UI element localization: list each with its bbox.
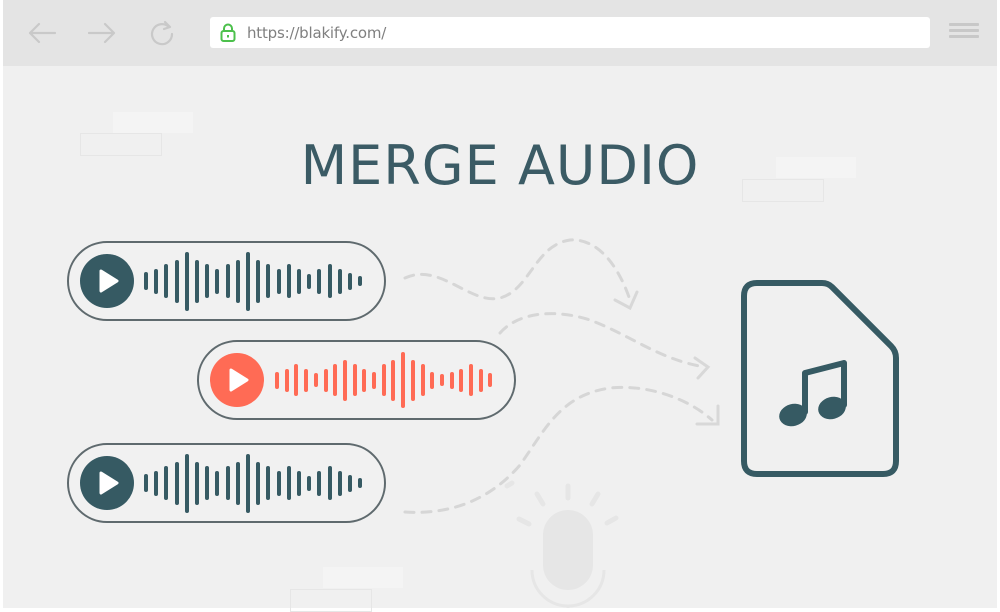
decorative-block-outline	[742, 179, 824, 202]
play-icon	[99, 269, 119, 293]
audio-track-1[interactable]	[67, 241, 386, 321]
waveform-bar	[297, 470, 301, 496]
waveform-bar	[327, 264, 332, 298]
waveform-bar	[401, 352, 406, 408]
waveform-bar	[323, 368, 328, 392]
url-text: https://blakify.com/	[247, 24, 387, 42]
waveform-bar	[348, 474, 352, 492]
waveform-bar	[215, 268, 220, 294]
waveform-bar	[333, 364, 338, 396]
waveform-bar	[358, 276, 363, 286]
waveform-bar	[174, 259, 179, 303]
hamburger-menu-icon-line	[949, 23, 979, 26]
waveform-bar	[154, 268, 159, 294]
play-icon	[229, 368, 249, 392]
waveform-bar	[372, 371, 376, 389]
waveform-bar	[439, 374, 444, 386]
back-button[interactable]	[26, 18, 58, 48]
waveform-bar	[337, 268, 342, 294]
waveform-bar	[294, 364, 299, 396]
hamburger-menu-icon-line	[949, 29, 979, 32]
waveform-bar	[286, 264, 291, 298]
waveform-bar	[488, 373, 493, 387]
waveform-bar	[469, 364, 473, 396]
waveform-bar	[184, 453, 189, 513]
waveform-bar	[205, 264, 210, 298]
waveform-bar	[286, 466, 291, 500]
arrow-right-icon	[87, 22, 116, 44]
waveform-bar	[337, 470, 342, 496]
waveform-bar	[410, 359, 415, 401]
waveform-bar	[276, 268, 281, 294]
waveform-bar	[307, 273, 312, 289]
play-button[interactable]	[210, 353, 264, 407]
decorative-block	[776, 157, 856, 178]
waveform-bar	[266, 466, 271, 500]
waveform-bar	[215, 470, 220, 496]
waveform-bar	[391, 359, 396, 401]
waveform-bar	[256, 259, 261, 303]
hamburger-menu-icon-line	[949, 35, 979, 38]
reload-button[interactable]	[147, 18, 179, 48]
audio-track-3[interactable]	[67, 443, 386, 523]
address-bar[interactable]: https://blakify.com/	[210, 17, 930, 48]
waveform-bar	[317, 268, 322, 294]
waveform-bar	[235, 461, 240, 505]
waveform-bar	[381, 364, 386, 396]
waveform-bar	[449, 371, 454, 389]
waveform-bar	[352, 364, 357, 396]
forward-button[interactable]	[86, 18, 118, 48]
waveform-bar	[459, 368, 464, 392]
play-button[interactable]	[80, 456, 134, 510]
waveform-bar	[276, 470, 281, 496]
waveform-bar	[246, 453, 250, 513]
waveform-bar	[225, 466, 230, 500]
waveform-bar	[304, 368, 309, 392]
waveform-bar	[362, 368, 367, 392]
browser-toolbar: https://blakify.com/	[3, 0, 997, 66]
waveform-bar	[205, 466, 210, 500]
waveform-bar	[144, 272, 148, 290]
audio-track-2[interactable]	[197, 340, 516, 420]
waveform-bar	[358, 478, 363, 488]
waveform-bar	[284, 368, 289, 392]
decorative-block-outline	[80, 133, 162, 156]
waveform-bar	[297, 268, 301, 294]
arrow-left-icon	[28, 22, 57, 44]
waveform-bar	[430, 371, 435, 389]
play-icon	[99, 471, 119, 495]
waveform-bar	[235, 259, 240, 303]
waveform-bar	[256, 461, 261, 505]
waveform-bar	[154, 470, 159, 496]
waveform-bar	[307, 475, 312, 491]
waveform-bar	[164, 264, 169, 298]
waveform-bar	[342, 359, 347, 401]
page-title: MERGE AUDIO	[300, 134, 700, 198]
play-button[interactable]	[80, 254, 134, 308]
waveform-bar	[317, 470, 322, 496]
lock-icon	[220, 23, 236, 42]
waveform-bar	[195, 259, 199, 303]
waveform-bar	[420, 364, 425, 396]
reload-icon	[150, 20, 174, 46]
waveform-bar	[266, 264, 271, 298]
decorative-block	[323, 567, 403, 588]
decorative-block-outline	[290, 589, 372, 612]
waveform-bar	[246, 251, 250, 311]
waveform-bar	[327, 466, 332, 500]
waveform-bar	[275, 371, 279, 389]
menu-button[interactable]	[949, 20, 979, 46]
waveform-bar	[144, 474, 148, 492]
decorative-block	[113, 112, 193, 133]
waveform-bar	[478, 368, 483, 392]
waveform-bar	[195, 461, 199, 505]
waveform-bar	[225, 264, 230, 298]
waveform-bar	[313, 373, 318, 387]
waveform-bar	[184, 251, 189, 311]
waveform-bar	[348, 272, 352, 290]
waveform-bar	[174, 461, 179, 505]
waveform-bar	[164, 466, 169, 500]
